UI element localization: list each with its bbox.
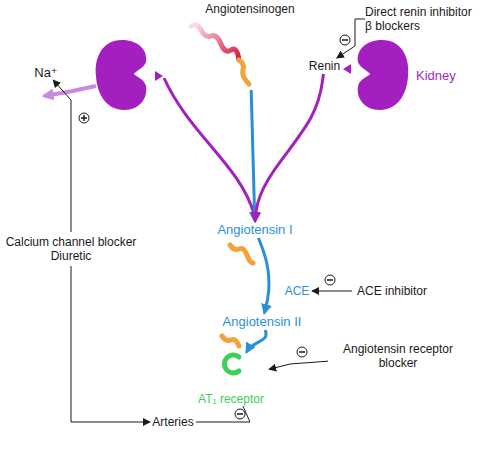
node-text: Direct renin inhibitor β blockers	[365, 5, 479, 33]
drug-label: ACE inhibitor	[352, 283, 432, 299]
renin-triangle	[343, 64, 351, 74]
molecule-label: Angiotensinogen	[185, 2, 315, 90]
drug-label: Direct renin inhibitor β blockers	[365, 4, 479, 34]
molecule-label: Angiotensin II	[218, 313, 306, 330]
flow-arrow	[258, 238, 269, 313]
node-text: ACE inhibitor	[357, 284, 427, 298]
node-text: ACE	[285, 284, 310, 298]
renin-triangle	[155, 71, 163, 81]
receptor-node: AT₁ receptor	[193, 352, 269, 406]
renin-flow-curve	[164, 78, 254, 214]
inhibit-symbol	[235, 409, 245, 419]
node-text: Angiotensin II	[223, 314, 302, 329]
flow-arrow	[53, 80, 71, 232]
flow-arrow	[269, 361, 328, 369]
flow-arrow	[337, 19, 365, 58]
node-text: AT₁ receptor	[198, 392, 264, 406]
flow-arrow	[196, 406, 250, 422]
node-text: Angiotensinogen	[205, 2, 294, 16]
flow-arrow	[312, 291, 352, 292]
node-text: Renin	[309, 59, 340, 73]
tissue-label: Arteries	[150, 414, 196, 430]
organ-node: Kidney	[352, 38, 462, 112]
peptide-chain	[230, 245, 253, 263]
peptide-chain	[222, 336, 239, 346]
ion-label: Na⁺	[32, 64, 60, 80]
flow-arrow	[251, 90, 255, 221]
stimulate-symbol	[79, 113, 89, 123]
receptor-shape	[224, 355, 239, 373]
drug-label: Calcium channel blocker Diuretic	[0, 232, 142, 266]
sodium-arrow	[44, 86, 96, 96]
flow-arrow	[247, 330, 267, 352]
peptide-chain	[239, 60, 249, 84]
node-text: Kidney	[416, 68, 456, 83]
inhibit-symbol	[297, 347, 307, 357]
enzyme-label: Renin	[308, 58, 341, 74]
protein-chain	[191, 25, 239, 60]
inhibit-symbol	[340, 35, 350, 45]
kidney-shape	[96, 40, 147, 110]
enzyme-label: ACE	[282, 283, 312, 299]
flow-arrow	[71, 266, 150, 422]
node-text: Arteries	[152, 415, 193, 429]
flow-arrow	[255, 74, 323, 221]
node-text: Na⁺	[34, 65, 57, 80]
kidney-shape	[358, 40, 409, 110]
drug-label: Angiotensin receptor blocker	[328, 340, 468, 372]
inhibit-symbol	[325, 275, 335, 285]
molecule-label: Angiotensin I	[212, 221, 298, 238]
node-text: Angiotensin receptor blocker	[328, 342, 468, 370]
node-text: Calcium channel blocker Diuretic	[0, 235, 142, 263]
node-text: Angiotensin I	[217, 222, 292, 237]
